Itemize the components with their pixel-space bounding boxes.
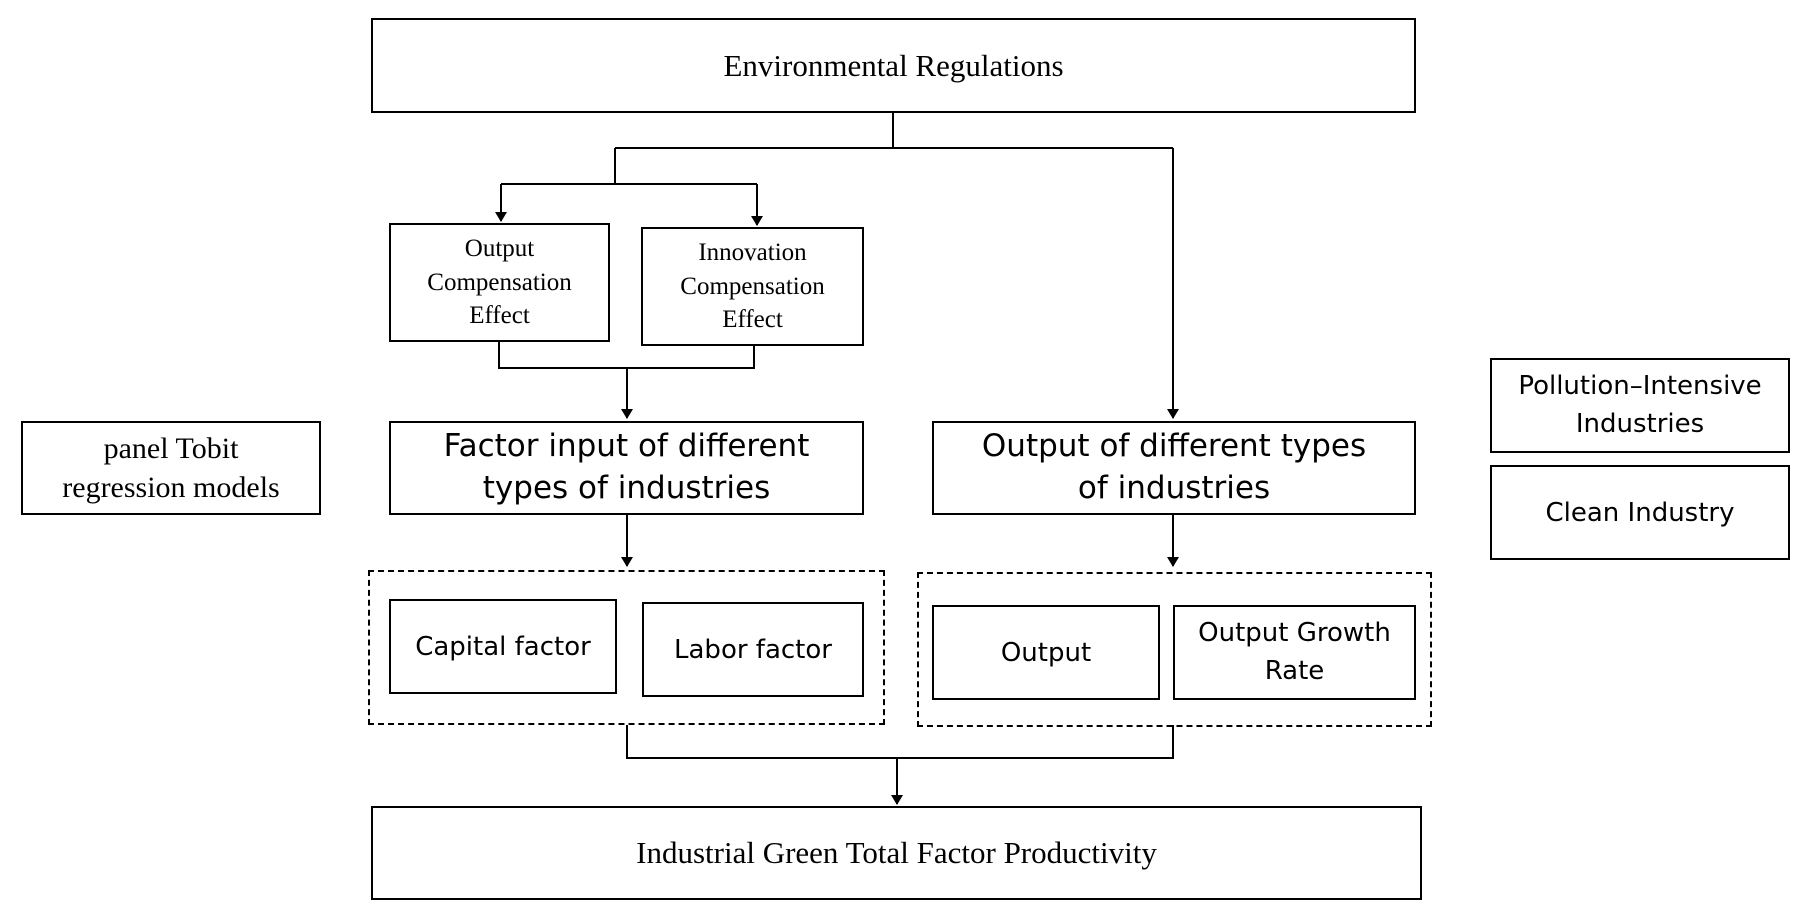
factor-group-dashed [368, 570, 885, 725]
output-types-box: Output of different types of industries [932, 421, 1416, 515]
tobit-line2: regression models [62, 471, 280, 504]
clean-industry-box: Clean Industry [1490, 465, 1790, 560]
tobit-models-box: panel Tobit regression models [21, 421, 321, 515]
innovation-compensation-box: Innovation Compensation Effect [641, 227, 864, 346]
pollution-line1: Pollution–Intensive [1518, 370, 1762, 401]
green-tfp-label: Industrial Green Total Factor Productivi… [636, 835, 1157, 870]
output-growth-box: Output Growth Rate [1173, 605, 1416, 700]
output-types-line2: of industries [1077, 470, 1271, 506]
output-comp-line2: Compensation [427, 268, 572, 296]
output-box: Output [932, 605, 1160, 700]
innov-comp-line1: Innovation [698, 238, 807, 266]
output-growth-line1: Output Growth [1198, 617, 1391, 648]
connector-groups-merge [626, 725, 1174, 759]
capital-factor-box: Capital factor [389, 599, 617, 694]
labor-factor-label: Labor factor [674, 634, 832, 665]
clean-industry-label: Clean Industry [1545, 497, 1735, 528]
pollution-intensive-box: Pollution–Intensive Industries [1490, 358, 1790, 453]
factor-input-line2: types of industries [482, 470, 771, 506]
labor-factor-box: Labor factor [642, 602, 864, 697]
output-growth-line2: Rate [1264, 655, 1325, 686]
output-label: Output [1000, 637, 1092, 668]
factor-input-line1: Factor input of different [443, 428, 810, 465]
pollution-line2: Industries [1575, 408, 1705, 439]
output-compensation-box: Output Compensation Effect [389, 223, 610, 342]
environmental-regulations-box: Environmental Regulations [371, 18, 1416, 113]
tobit-line1: panel Tobit [103, 432, 239, 465]
output-types-line1: Output of different types [981, 428, 1367, 465]
innov-comp-line2: Compensation [680, 272, 825, 300]
capital-factor-label: Capital factor [415, 631, 591, 662]
factor-input-box: Factor input of different types of indus… [389, 421, 864, 515]
output-group-dashed [917, 572, 1432, 727]
output-comp-line1: Output [464, 234, 535, 262]
output-comp-line3: Effect [469, 302, 530, 330]
green-tfp-box: Industrial Green Total Factor Productivi… [371, 806, 1422, 900]
environmental-regulations-label: Environmental Regulations [723, 47, 1064, 83]
innov-comp-line3: Effect [722, 306, 783, 334]
